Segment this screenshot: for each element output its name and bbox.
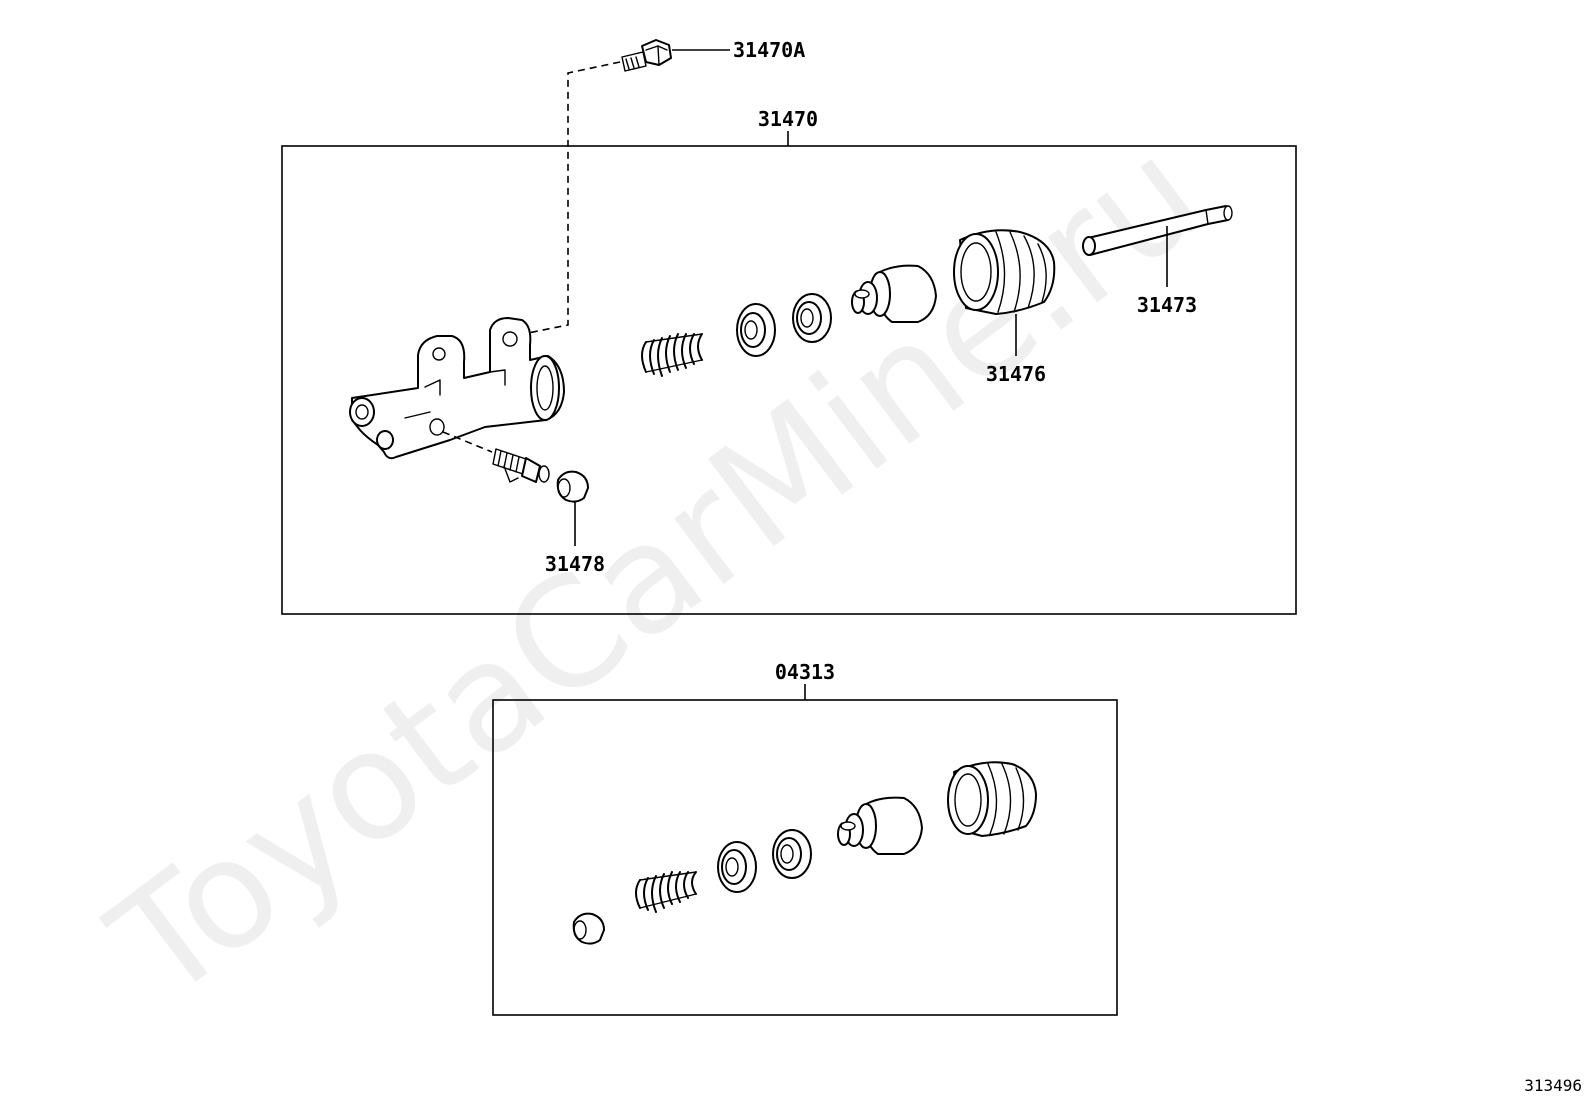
cylinder-body-part	[349, 317, 565, 460]
kit-spring-part	[635, 871, 697, 913]
spring-part	[641, 333, 703, 377]
boot-label: 31476	[986, 362, 1046, 386]
bolt-install-path	[512, 61, 621, 337]
assembly-group-box	[281, 145, 1297, 615]
kit-group-label: 04313	[775, 660, 835, 684]
kit-piston-cup-part	[717, 841, 757, 893]
bleeder-install-path	[442, 431, 493, 453]
push-rod-part	[1082, 205, 1233, 256]
kit-piston-seal-part	[772, 829, 812, 879]
bolt-label: 31470A	[733, 38, 805, 62]
push-rod-label: 31473	[1137, 293, 1197, 317]
bleeder-cap-part	[556, 470, 589, 503]
bleeder-cap-label: 31478	[545, 552, 605, 576]
boot-part	[953, 229, 1056, 315]
kit-piston-part	[837, 796, 923, 855]
bolt-part	[621, 39, 672, 72]
piston-seal-part	[792, 293, 832, 343]
kit-boot-part	[947, 761, 1037, 837]
piston-part	[851, 264, 937, 323]
piston-cup-part	[736, 303, 776, 357]
kit-bleeder-cap-part	[572, 912, 605, 945]
watermark: ToyotaCarMine.ru	[81, 106, 1233, 1034]
assembly-group-label: 31470	[758, 107, 818, 131]
bleeder-plug-part	[492, 448, 550, 483]
figure-number: 313496	[1524, 1076, 1582, 1095]
